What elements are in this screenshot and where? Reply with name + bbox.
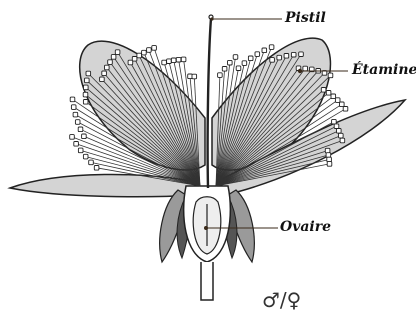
stamen-anther [337, 129, 342, 134]
pistil-leader-dot [210, 17, 213, 20]
stamen-anther [74, 142, 79, 147]
stamen-anther [339, 133, 344, 138]
stamen-anther [270, 58, 275, 63]
stamen-anther [137, 53, 142, 58]
stamen-anther [328, 73, 333, 78]
stem-body [201, 262, 213, 300]
stamen-anther [218, 73, 223, 78]
stamen-anther [162, 60, 167, 65]
stamen-anther [78, 148, 83, 153]
stamen-anther [167, 59, 172, 64]
stamen-anther [83, 154, 88, 159]
stamen-anther [105, 65, 110, 70]
stamen-anther [147, 48, 152, 53]
stamen-anther [222, 67, 227, 72]
stamen-anther [321, 88, 326, 93]
stamen-anther [262, 48, 267, 53]
stamen-anther [102, 71, 107, 76]
stamen-anther [291, 52, 296, 57]
stamen-anther [89, 160, 94, 165]
stamen-anther [228, 60, 233, 65]
stamen-anther [100, 77, 105, 82]
stamen-anther [111, 55, 116, 60]
stamen-anther [233, 55, 238, 60]
stamen-anther [171, 58, 176, 63]
stamen-anther [303, 66, 308, 71]
style [208, 18, 211, 188]
stamen-anther [284, 54, 289, 59]
stamen-anther [181, 57, 186, 62]
stamen-anther [82, 134, 87, 139]
stamen-anther [327, 157, 332, 162]
stamen-anther [343, 107, 348, 112]
stamen-anther [176, 57, 181, 62]
stamen-anther [94, 166, 99, 171]
stamen-anther [152, 46, 157, 51]
stamen-anther [340, 138, 345, 143]
ovaire-leader-dot [204, 226, 208, 230]
stamen-anther [248, 56, 253, 61]
stamen-anther [70, 135, 75, 140]
stamen-anther [299, 52, 304, 57]
stamen-anther [71, 105, 76, 110]
receptacle [184, 186, 231, 262]
stamen-anther [115, 50, 120, 55]
stamen-anther [236, 66, 241, 71]
stamen-anther [269, 45, 274, 50]
stamen-anther [70, 97, 75, 102]
stamen-anther [332, 119, 337, 124]
stamen-anther [325, 148, 330, 153]
stamen-anther [142, 50, 147, 55]
stamen-anther [326, 91, 331, 96]
etamine-label: Étamine [352, 62, 416, 78]
stamen-anther [84, 85, 89, 90]
stamen-anther [335, 98, 340, 103]
stamen-anther [132, 57, 137, 62]
stamen-anther [75, 120, 80, 125]
stamen-anther [83, 100, 88, 105]
stamen-anther [78, 127, 83, 132]
stamen-anther [340, 102, 345, 107]
pistil-label: Pistil [285, 10, 326, 26]
stamen-anther [334, 124, 339, 129]
stamen-anther [86, 71, 91, 76]
stamen-anther [85, 78, 90, 83]
etamine-leader-dot [298, 69, 302, 73]
stamen-anther [331, 94, 336, 99]
sex-symbol: ♂/♀ [262, 288, 301, 312]
ovaire-label: Ovaire [280, 219, 331, 235]
stamen-anther [326, 153, 331, 158]
stamen-anther [255, 52, 260, 57]
stamen-anther [73, 112, 78, 117]
stem [201, 262, 213, 300]
stamen-anther [327, 162, 332, 167]
stamen-anther [277, 55, 282, 60]
stamen-anther [108, 60, 113, 65]
stamen-anther [192, 74, 197, 79]
stamen-anther [242, 61, 247, 66]
stamen-anther [83, 92, 88, 97]
